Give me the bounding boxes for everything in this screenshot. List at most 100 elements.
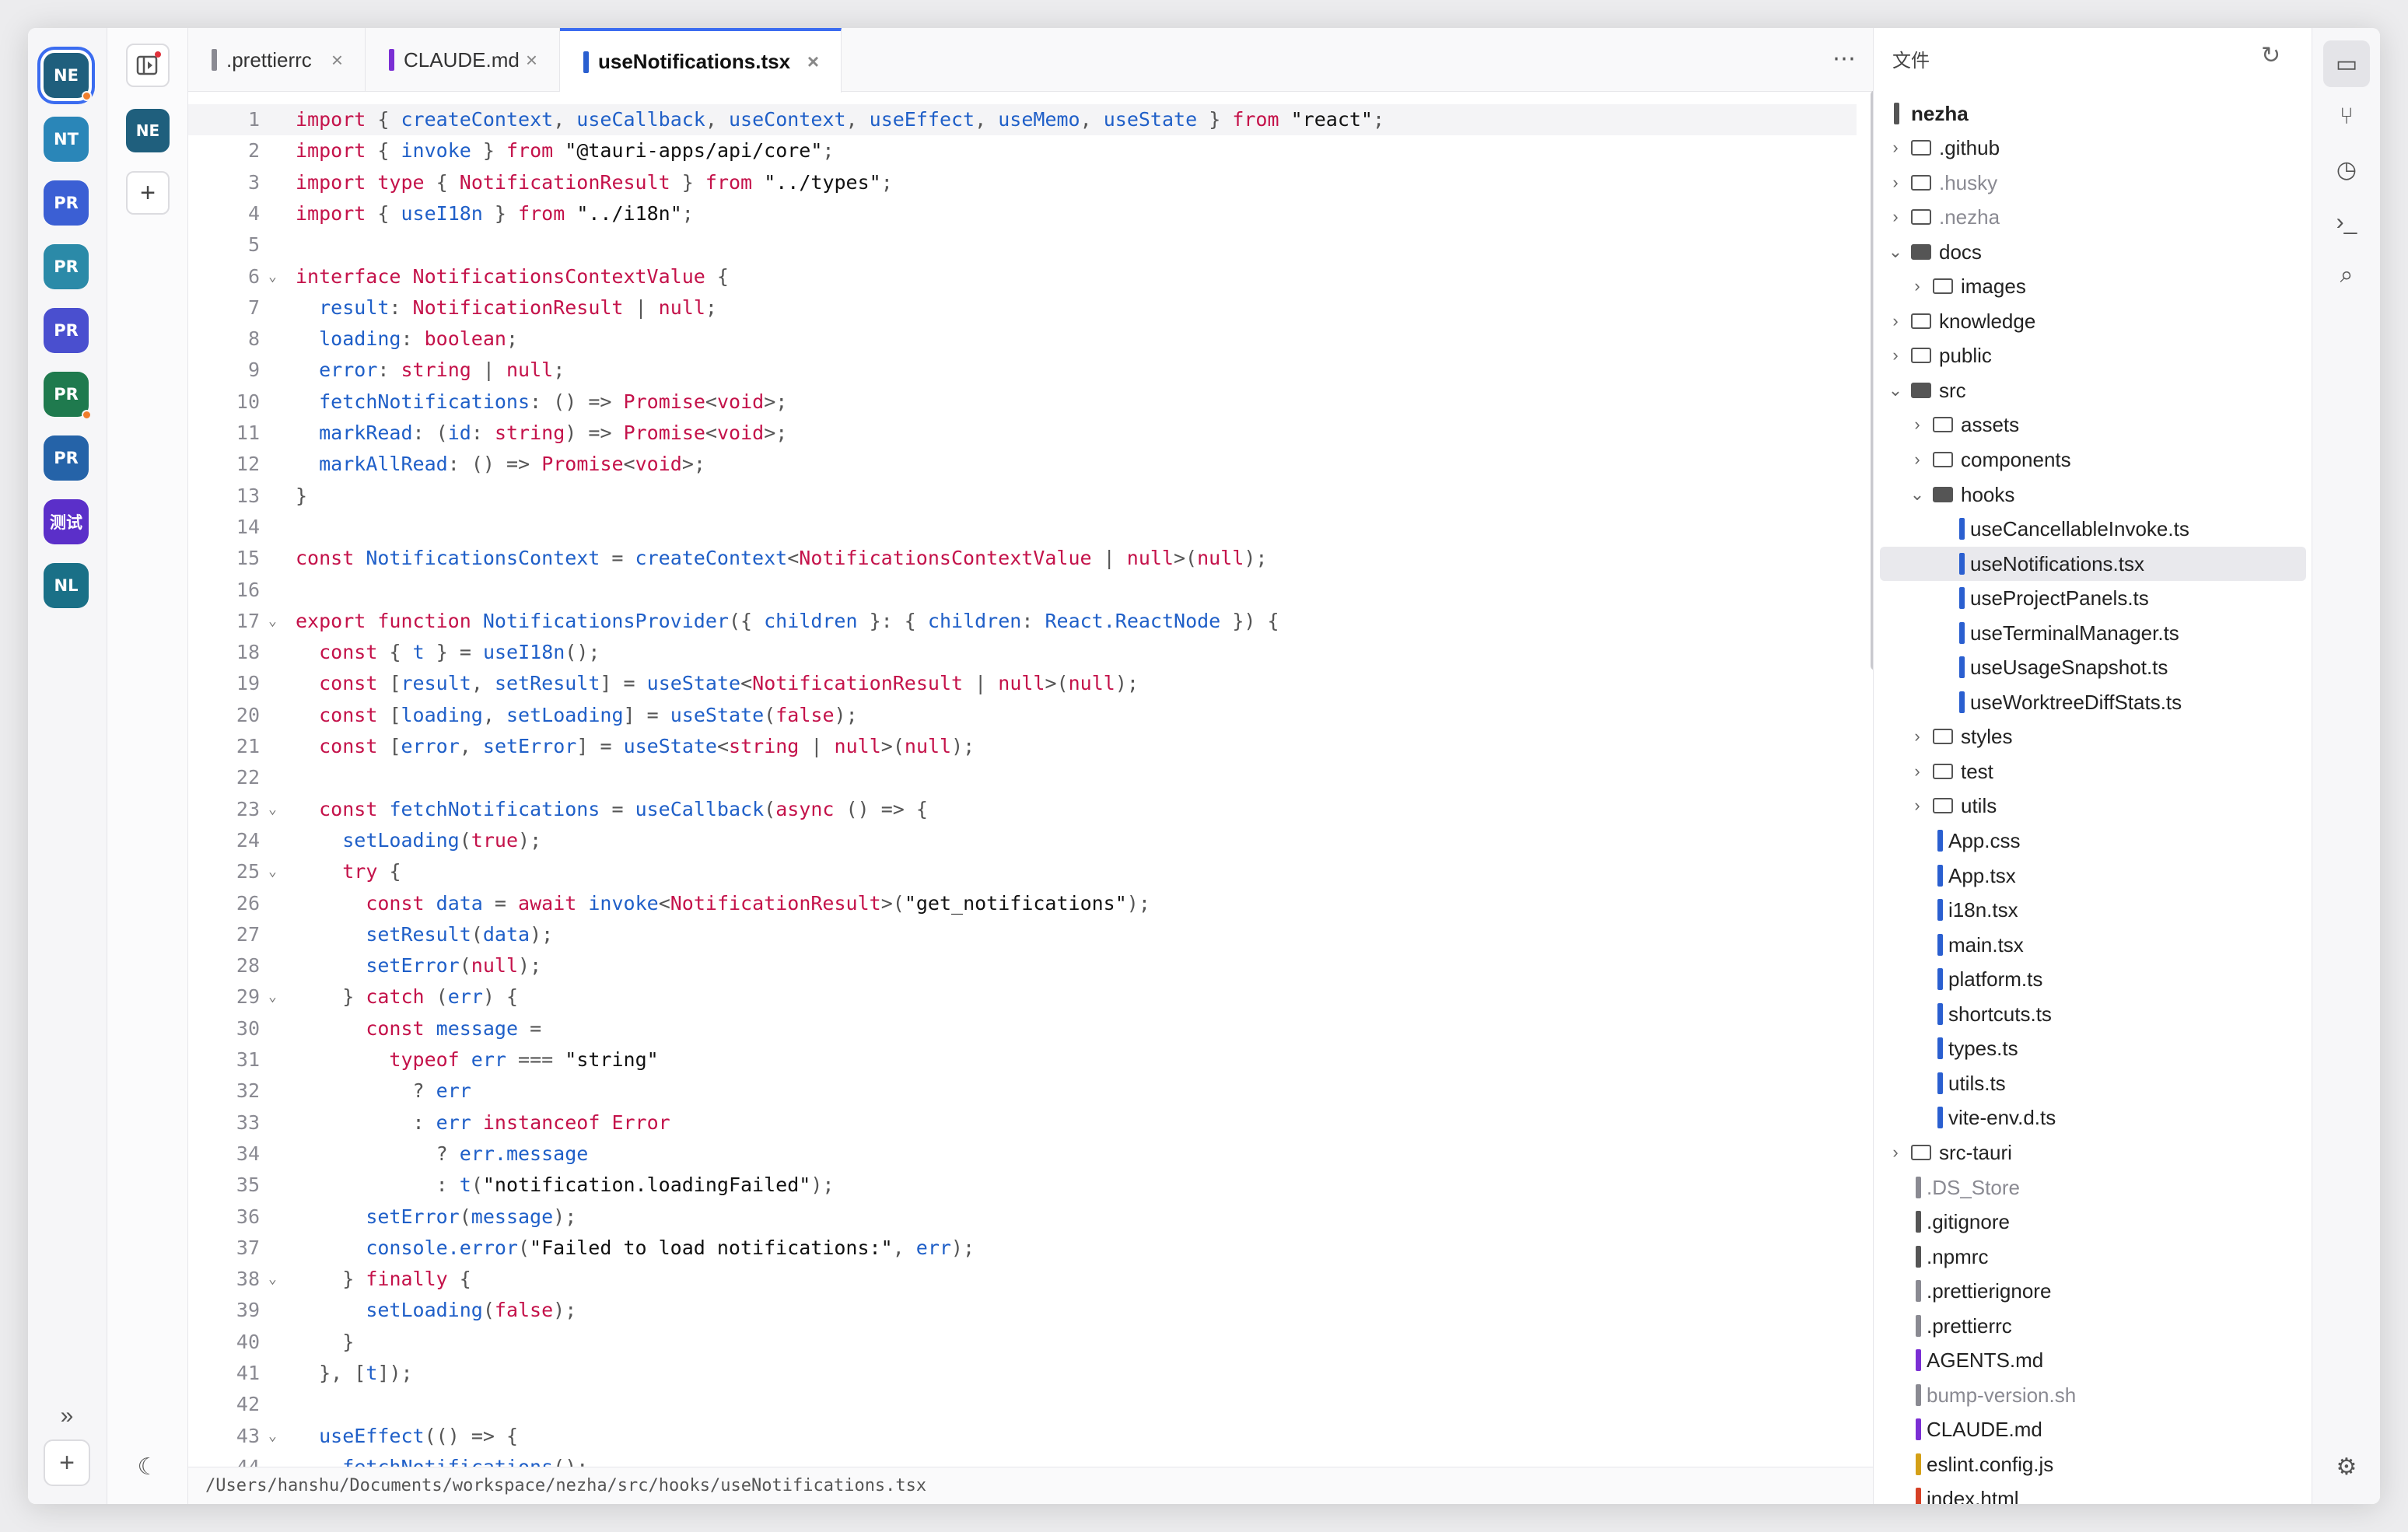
fold-chevron-icon[interactable]: ⌄ — [268, 800, 277, 817]
code-line[interactable]: 28 setError(null); — [188, 950, 1857, 981]
project-item[interactable]: PR — [44, 244, 89, 289]
tree-folder[interactable]: ⌄docs — [1880, 235, 2306, 269]
tree-file[interactable]: useCancellableInvoke.ts — [1880, 512, 2306, 546]
code-line[interactable]: 13} — [188, 481, 1857, 512]
project-item[interactable]: NE — [44, 53, 92, 101]
settings-button[interactable]: ⚙ — [2323, 1443, 2370, 1490]
code-line[interactable]: 11 markRead: (id: string) => Promise<voi… — [188, 418, 1857, 449]
expand-rail-button[interactable]: » — [44, 1393, 90, 1439]
close-icon[interactable]: × — [331, 47, 343, 72]
code-line[interactable]: 25⌄ try { — [188, 856, 1857, 887]
history-button[interactable]: ◷ — [2323, 146, 2370, 193]
tree-folder[interactable]: ⌄hooks — [1880, 477, 2306, 512]
new-session-button[interactable]: + — [126, 171, 170, 215]
tree-folder[interactable]: ›test — [1880, 754, 2306, 789]
tree-folder[interactable]: ⌄src — [1880, 373, 2306, 407]
code-line[interactable]: 35 : t("notification.loadingFailed"); — [188, 1170, 1857, 1201]
code-line[interactable]: 8 loading: boolean; — [188, 324, 1857, 355]
code-line[interactable]: 18 const { t } = useI18n(); — [188, 637, 1857, 668]
fold-chevron-icon[interactable]: ⌄ — [268, 1271, 277, 1288]
code-line[interactable]: 5 — [188, 229, 1857, 261]
tree-file[interactable]: main.tsx — [1880, 928, 2306, 962]
session-item[interactable]: NE — [126, 109, 170, 152]
tree-file[interactable]: bump-version.sh — [1880, 1378, 2306, 1412]
tree-file[interactable]: types.ts — [1880, 1031, 2306, 1065]
project-item[interactable]: PR — [44, 180, 89, 226]
code-line[interactable]: 27 setResult(data); — [188, 919, 1857, 950]
code-line[interactable]: 41 }, [t]); — [188, 1358, 1857, 1389]
fold-chevron-icon[interactable]: ⌄ — [268, 1427, 277, 1444]
code-line[interactable]: 42 — [188, 1389, 1857, 1420]
code-line[interactable]: 24 setLoading(true); — [188, 825, 1857, 856]
close-icon[interactable]: × — [525, 47, 537, 72]
tree-file[interactable]: vite-env.d.ts — [1880, 1100, 2306, 1135]
code-line[interactable]: 39 setLoading(false); — [188, 1295, 1857, 1326]
tree-file[interactable]: i18n.tsx — [1880, 893, 2306, 927]
code-line[interactable]: 7 result: NotificationResult | null; — [188, 292, 1857, 324]
code-line[interactable]: 30 const message = — [188, 1013, 1857, 1044]
tree-folder[interactable]: ›.nezha — [1880, 200, 2306, 234]
tree-file[interactable]: useNotifications.tsx — [1880, 546, 2306, 581]
tree-file[interactable]: .prettierignore — [1880, 1274, 2306, 1308]
code-line[interactable]: 31 typeof err === "string" — [188, 1044, 1857, 1076]
project-item[interactable]: PR — [44, 308, 89, 353]
fold-chevron-icon[interactable]: ⌄ — [268, 612, 277, 629]
project-item[interactable]: NL — [44, 563, 89, 608]
fold-chevron-icon[interactable]: ⌄ — [268, 988, 277, 1006]
code-line[interactable]: 17⌄export function NotificationsProvider… — [188, 606, 1857, 637]
code-line[interactable]: 23⌄ const fetchNotifications = useCallba… — [188, 794, 1857, 825]
code-line[interactable]: 12 markAllRead: () => Promise<void>; — [188, 449, 1857, 480]
more-icon[interactable]: ⋯ — [1832, 46, 1856, 72]
project-item[interactable]: PR — [44, 435, 89, 481]
tree-folder[interactable]: ›.github — [1880, 131, 2306, 165]
refresh-icon[interactable]: ↻ — [2261, 43, 2281, 68]
tree-file[interactable]: .npmrc — [1880, 1240, 2306, 1274]
close-icon[interactable]: × — [807, 50, 819, 73]
tree-file[interactable]: App.css — [1880, 824, 2306, 858]
code-line[interactable]: 29⌄ } catch (err) { — [188, 981, 1857, 1013]
code-line[interactable]: 22 — [188, 762, 1857, 793]
tree-file[interactable]: .prettierrc — [1880, 1309, 2306, 1343]
tree-file[interactable]: .DS_Store — [1880, 1170, 2306, 1205]
tree-file[interactable]: useWorktreeDiffStats.ts — [1880, 685, 2306, 719]
tree-folder[interactable]: ›knowledge — [1880, 304, 2306, 338]
git-branch-button[interactable]: ⑂ — [2323, 93, 2370, 140]
code-line[interactable]: 16 — [188, 575, 1857, 606]
code-line[interactable]: 6⌄interface NotificationsContextValue { — [188, 261, 1857, 292]
tree-file[interactable]: platform.ts — [1880, 962, 2306, 996]
tree-file[interactable]: useTerminalManager.ts — [1880, 616, 2306, 650]
tree-folder[interactable]: ›utils — [1880, 789, 2306, 823]
code-line[interactable]: 20 const [loading, setLoading] = useStat… — [188, 700, 1857, 731]
tree-folder[interactable]: ›images — [1880, 269, 2306, 303]
fold-chevron-icon[interactable]: ⌄ — [268, 268, 277, 285]
code-line[interactable]: 36 setError(message); — [188, 1201, 1857, 1233]
tree-file[interactable]: App.tsx — [1880, 859, 2306, 893]
tree-folder[interactable]: ›src-tauri — [1880, 1135, 2306, 1170]
tree-folder[interactable]: ›assets — [1880, 407, 2306, 442]
code-line[interactable]: 21 const [error, setError] = useState<st… — [188, 731, 1857, 762]
tree-file[interactable]: useUsageSnapshot.ts — [1880, 650, 2306, 684]
code-line[interactable]: 33 : err instanceof Error — [188, 1107, 1857, 1139]
tab-file[interactable]: CLAUDE.md× — [366, 28, 560, 92]
tree-file[interactable]: utils.ts — [1880, 1066, 2306, 1100]
search-button[interactable]: ⌕ — [2323, 252, 2370, 299]
tree-folder[interactable]: ›styles — [1880, 719, 2306, 754]
code-line[interactable]: 19 const [result, setResult] = useState<… — [188, 668, 1857, 699]
project-item[interactable]: 测试 — [44, 499, 89, 544]
code-line[interactable]: 9 error: string | null; — [188, 355, 1857, 386]
code-line[interactable]: 10 fetchNotifications: () => Promise<voi… — [188, 386, 1857, 418]
code-line[interactable]: 40 } — [188, 1327, 1857, 1358]
project-item[interactable]: NT — [44, 117, 89, 162]
code-line[interactable]: 43⌄ useEffect(() => { — [188, 1421, 1857, 1452]
tree-file[interactable]: AGENTS.md — [1880, 1343, 2306, 1377]
tab-file[interactable]: .prettierrc× — [188, 28, 366, 92]
tree-folder[interactable]: ›public — [1880, 338, 2306, 373]
terminal-button[interactable]: ›_ — [2323, 199, 2370, 246]
tree-root[interactable]: nezha — [1874, 96, 2300, 131]
tree-folder[interactable]: ›components — [1880, 442, 2306, 477]
